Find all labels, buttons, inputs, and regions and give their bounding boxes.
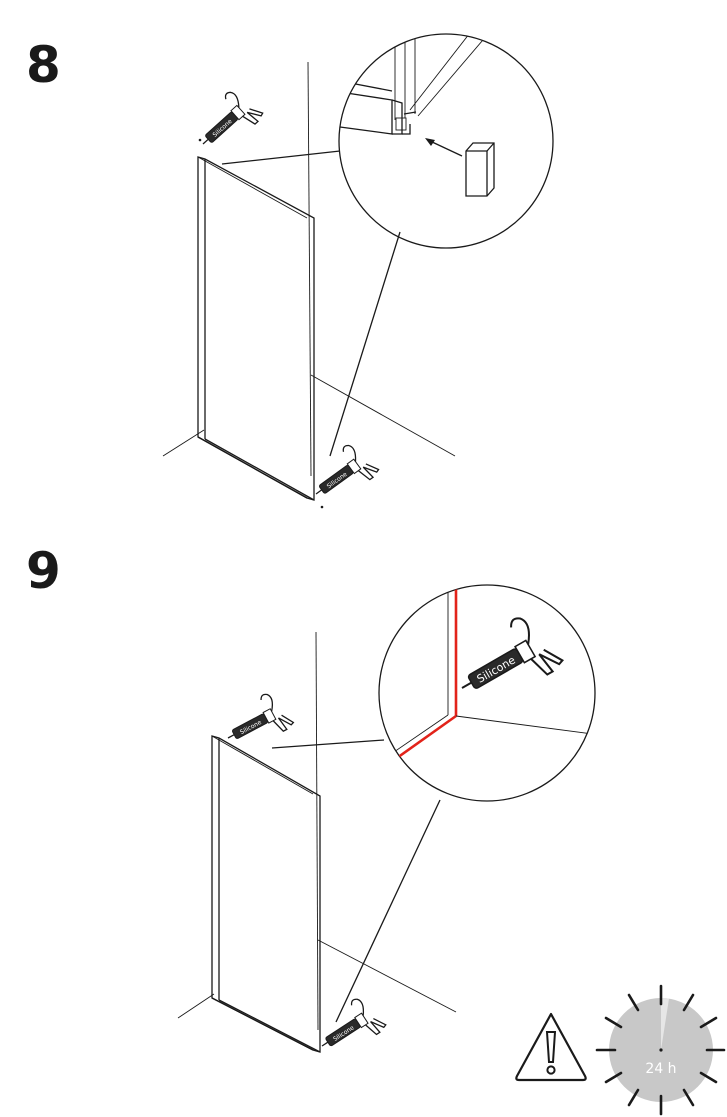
cure-time-label: 24 h	[645, 1061, 676, 1077]
clock-icon: 24 h	[595, 984, 726, 1116]
floor-line-right	[310, 374, 456, 457]
silicone-gun-icon	[187, 83, 266, 160]
wall-corner-line	[315, 631, 319, 1031]
silicone-gun-icon	[309, 991, 389, 1064]
floor-line-left	[177, 993, 215, 1019]
zoom-guide-bottom	[335, 799, 441, 1023]
floor-line-left	[162, 429, 205, 457]
silicone-gun-icon	[302, 437, 381, 511]
warning-icon	[515, 1012, 587, 1082]
step-8-number: 8	[26, 36, 61, 94]
zoom-detail-sealing: Silicone	[378, 584, 596, 802]
floor-line-right	[317, 939, 457, 1013]
zoom-guide-top	[221, 150, 341, 165]
wall-corner-line	[307, 61, 312, 477]
silicone-tube-label: Silicone	[475, 653, 518, 685]
step-9-illustration: Silicone	[177, 584, 596, 1064]
step-9-number: 9	[26, 542, 61, 600]
step-8-illustration	[162, 33, 554, 511]
zoom-guide-top	[271, 739, 385, 749]
glass-panel	[197, 156, 315, 501]
zoom-guide-bottom	[329, 231, 401, 457]
glass-panel	[211, 735, 321, 1053]
zoom-detail-profile	[338, 33, 554, 249]
